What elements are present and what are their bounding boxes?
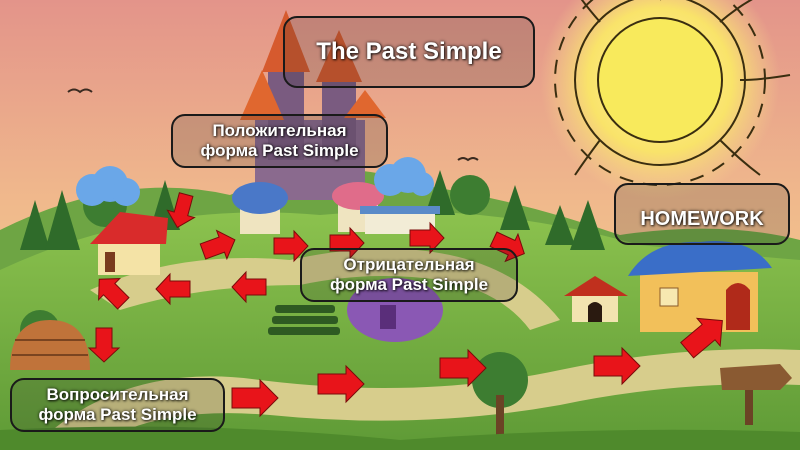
garden: [268, 305, 340, 335]
arrow-right-icon: [329, 226, 365, 260]
question-label-line2: форма Past Simple: [38, 405, 197, 424]
homework-label: HOMEWORK: [640, 208, 764, 230]
question-label-line1: Вопросительная: [46, 384, 189, 404]
arrow-down-icon: [87, 327, 121, 363]
house-icon: [90, 212, 168, 275]
house-icon: [232, 182, 288, 234]
sun-icon: [540, 0, 791, 200]
dog-house-icon: [564, 276, 628, 322]
negative-label-line1: Отрицательная: [343, 254, 475, 274]
negative-form-link[interactable]: Отрицательная форма Past Simple: [300, 248, 518, 302]
negative-label-line2: форма Past Simple: [329, 275, 489, 294]
question-form-link[interactable]: Вопросительная форма Past Simple: [10, 378, 225, 432]
slide-title: The Past Simple: [316, 37, 502, 65]
path-upper: [90, 248, 560, 330]
arrow-right-icon: [439, 348, 487, 388]
arrow-down-icon: [166, 192, 196, 229]
affirmative-label-line2: форма Past Simple: [200, 141, 359, 160]
affirmative-form-link[interactable]: Положительная форма Past Simple: [171, 114, 388, 168]
arrow-right-icon: [231, 378, 279, 418]
birds: [67, 88, 479, 162]
arrow-left-icon: [231, 270, 267, 304]
arrow-right-icon: [273, 229, 309, 263]
house-icon: [10, 320, 90, 370]
arrow-down-icon: [98, 278, 130, 310]
affirmative-label-line1: Положительная: [212, 120, 347, 140]
homework-link[interactable]: HOMEWORK: [614, 183, 790, 245]
cloud-icon: [76, 157, 434, 206]
title-callout[interactable]: The Past Simple: [283, 16, 535, 88]
tree-icon: [20, 170, 605, 250]
foreground-grass: [0, 426, 800, 450]
arrow-left-icon: [155, 272, 191, 306]
tree-trunk: [496, 395, 504, 435]
house-icon: [360, 206, 440, 234]
arrow-up-right-icon: [680, 317, 723, 359]
arrow-right-icon: [593, 346, 641, 386]
house-icon: [628, 241, 772, 332]
arrow-right-icon: [409, 221, 445, 255]
house-icon: [347, 278, 443, 342]
arrow-right-icon: [199, 229, 236, 261]
signpost-icon: [720, 364, 792, 425]
arrow-right-icon: [317, 364, 365, 404]
